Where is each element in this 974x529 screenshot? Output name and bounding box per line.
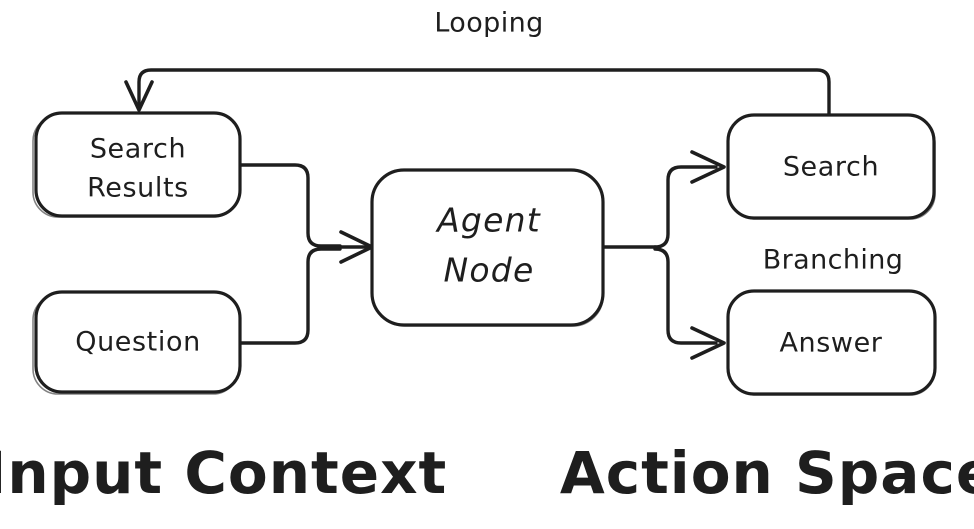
edge-looping-arrowhead (124, 80, 154, 112)
node-search-results-label-line2: Results (87, 173, 189, 204)
edge-agent-to-answer-path (653, 247, 718, 345)
edge-merged-input-arrow (328, 230, 374, 264)
node-search-results-label-line1: Search (90, 134, 186, 165)
edge-question-path (238, 247, 342, 345)
edge-agent-to-answer (653, 247, 726, 360)
node-agent-box (370, 168, 605, 327)
node-search[interactable]: Search (726, 113, 936, 220)
edge-search-results-to-agent (238, 163, 342, 248)
node-agent-label-line2: Node (444, 251, 535, 290)
edge-agent-to-search-path (653, 165, 718, 249)
edge-agent-to-search-arrowhead (690, 150, 726, 184)
edge-label-looping: Looping (434, 8, 543, 39)
zone-label-action-space: Action Space (560, 439, 974, 507)
node-answer-label: Answer (779, 328, 882, 359)
node-search-box (726, 113, 936, 220)
node-search-results-box (34, 111, 242, 218)
node-question[interactable]: Question (32, 290, 242, 395)
node-answer-box (726, 289, 937, 396)
edge-agent-to-answer-arrowhead (690, 326, 726, 360)
edge-agent-to-search (653, 150, 726, 249)
edge-looping (124, 68, 831, 117)
edge-looping-path (137, 68, 831, 117)
node-agent[interactable]: Agent Node (370, 168, 605, 327)
edge-question-to-agent (238, 247, 342, 345)
zone-label-input-context: Input Context (0, 439, 447, 507)
node-search-results[interactable]: Search Results (32, 111, 242, 218)
node-agent-label-line1: Agent (435, 201, 541, 240)
node-search-label: Search (783, 152, 879, 183)
node-answer[interactable]: Answer (726, 289, 937, 396)
edge-label-branching: Branching (763, 245, 904, 276)
edge-search-results-path (238, 163, 342, 248)
node-question-label: Question (75, 327, 201, 358)
node-question-box (34, 290, 242, 394)
